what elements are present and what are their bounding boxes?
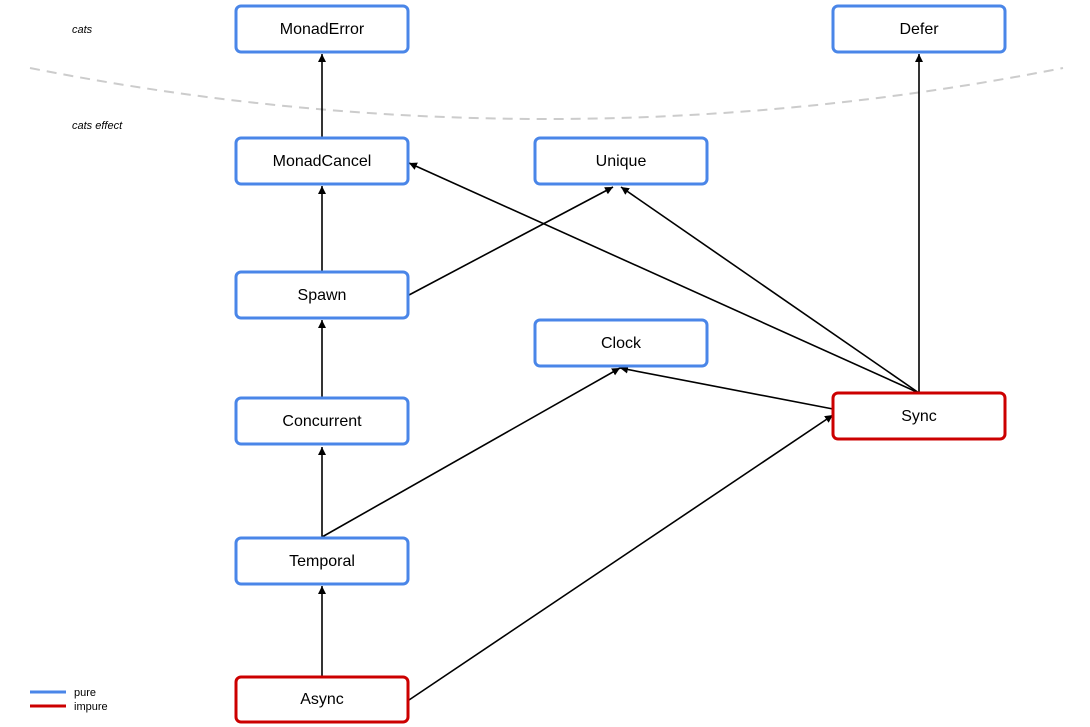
library-boundary-line [29, 67, 1064, 120]
node-spawn-box [234, 270, 410, 320]
edge-sync-to-clock [619, 365, 834, 410]
node-monad-cancel-label: MonadCancel [273, 153, 372, 170]
node-spawn-label: Spawn [298, 287, 347, 304]
legend: pure impure [30, 687, 108, 713]
legend-pure-label: pure [74, 687, 96, 699]
node-concurrent: Concurrent [234, 396, 410, 446]
node-monad-error-box [234, 4, 410, 54]
node-unique-box [533, 136, 709, 186]
node-clock-box [533, 318, 709, 368]
node-defer-label: Defer [899, 21, 939, 38]
node-async-box [234, 675, 410, 724]
node-monad-error: MonadError [234, 4, 410, 54]
node-temporal: Temporal [234, 536, 410, 586]
node-sync: Sync [831, 391, 1007, 441]
region-label-cats-effect: cats effect [72, 120, 123, 132]
node-spawn: Spawn [234, 270, 410, 320]
edge-temporal-to-clock [321, 367, 621, 538]
node-temporal-label: Temporal [289, 553, 355, 570]
node-async-label: Async [300, 691, 344, 708]
node-defer: Defer [831, 4, 1007, 54]
edge-spawn-to-unique [408, 186, 614, 296]
edge-sync-to-monadcancel [408, 162, 920, 394]
node-concurrent-box [234, 396, 410, 446]
node-clock: Clock [533, 318, 709, 368]
region-label-cats: cats [72, 24, 93, 36]
node-async: Async [234, 675, 410, 724]
legend-impure-label: impure [74, 701, 108, 713]
edge-sync-to-unique [620, 186, 920, 394]
node-sync-box [831, 391, 1007, 441]
node-clock-label: Clock [601, 335, 642, 352]
edge-async-to-sync [408, 414, 834, 701]
node-defer-box [831, 4, 1007, 54]
node-temporal-box [234, 536, 410, 586]
node-unique-label: Unique [596, 153, 647, 170]
node-concurrent-label: Concurrent [282, 413, 362, 430]
edges-layer [318, 54, 923, 701]
node-sync-label: Sync [901, 408, 937, 425]
node-monad-cancel-box [234, 136, 410, 186]
node-unique: Unique [533, 136, 709, 186]
node-monad-cancel: MonadCancel [234, 136, 410, 186]
node-monad-error-label: MonadError [280, 21, 365, 38]
